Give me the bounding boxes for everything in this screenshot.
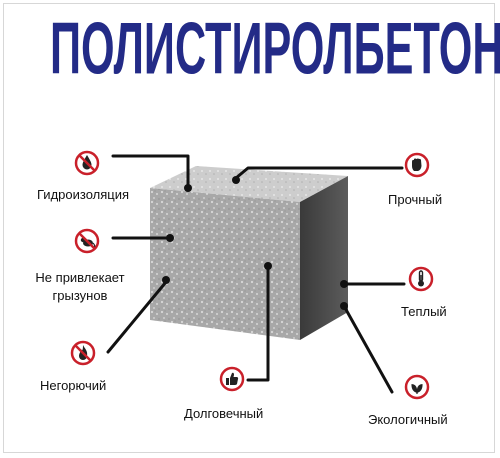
leaf-icon bbox=[404, 374, 430, 400]
label-durable: Долговечный bbox=[184, 406, 264, 421]
label-rodents-line1: Не привлекает bbox=[35, 270, 125, 285]
block-top-face bbox=[150, 166, 348, 202]
connector-waterproof bbox=[111, 154, 190, 188]
label-strong: Прочный bbox=[388, 192, 443, 207]
block-side-face bbox=[300, 176, 348, 340]
no-water-drop-icon bbox=[74, 150, 100, 176]
no-rodent-icon bbox=[74, 228, 100, 254]
page-frame bbox=[3, 3, 495, 453]
connector-fireproof bbox=[106, 280, 168, 354]
block-front-face bbox=[150, 188, 300, 340]
fist-icon bbox=[404, 152, 430, 178]
connector-eco bbox=[342, 304, 394, 394]
thermometer-icon bbox=[408, 266, 434, 292]
label-waterproof: Гидроизоляция bbox=[37, 187, 130, 202]
connector-strong bbox=[234, 166, 404, 180]
no-fire-icon bbox=[70, 340, 96, 366]
page-title: ПОЛИСТИРОЛБЕТОН bbox=[50, 8, 500, 90]
label-rodents-line2: грызунов bbox=[52, 288, 108, 303]
label-eco: Экологичный bbox=[368, 412, 448, 427]
label-fireproof: Негорючий bbox=[40, 378, 107, 393]
connector-durable bbox=[246, 264, 270, 382]
label-warm: Теплый bbox=[401, 304, 447, 319]
thumbs-up-icon bbox=[219, 366, 245, 392]
